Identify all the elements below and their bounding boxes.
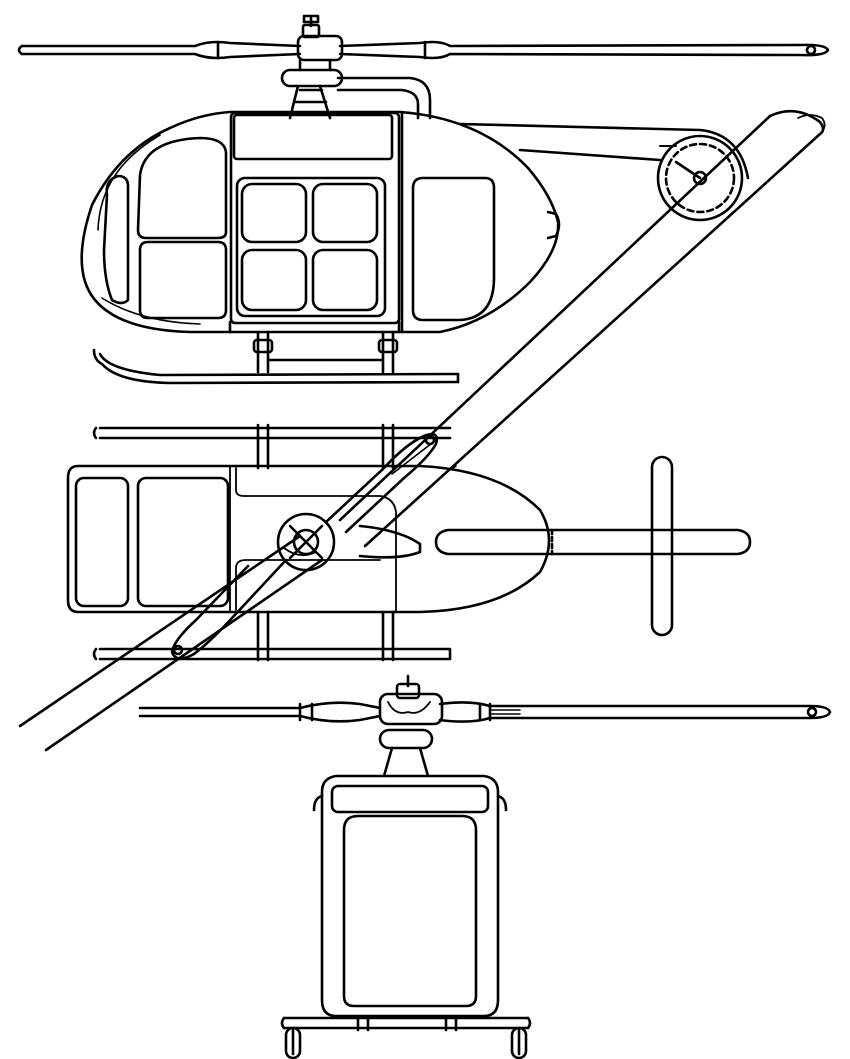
top-fuselage: [68, 466, 549, 612]
front-fuselage: [314, 776, 506, 1016]
side-view: [19, 16, 828, 383]
side-door-frame: [231, 113, 399, 323]
top-view: [20, 111, 825, 750]
side-main-rotor: [19, 16, 828, 118]
side-windows: [104, 138, 494, 320]
top-main-rotor: [20, 111, 825, 750]
side-tail-boom: [460, 124, 748, 220]
front-skids: [282, 1016, 530, 1058]
front-view: [140, 676, 830, 1058]
side-fuselage: [82, 112, 558, 332]
side-skids: [94, 332, 458, 383]
top-skids: [94, 425, 450, 660]
front-main-rotor: [140, 676, 830, 776]
top-tail-boom: [436, 457, 750, 635]
